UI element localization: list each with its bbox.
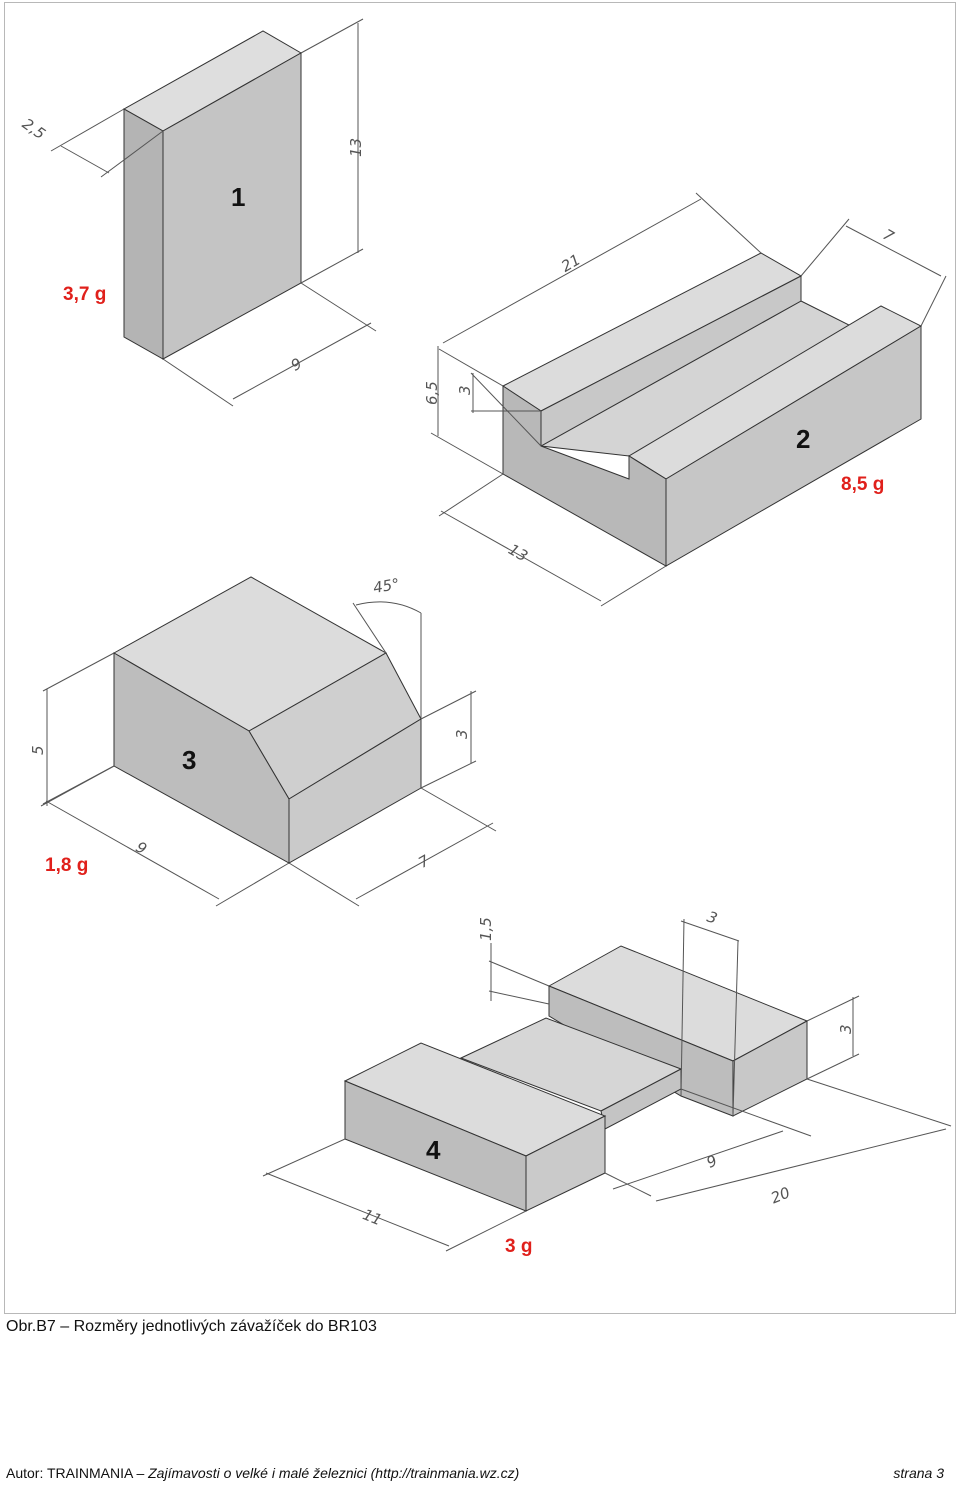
block-3: 3 45° 5 3 9 7	[29, 575, 497, 907]
block-3-dim-low: 3	[453, 729, 471, 739]
block-2-dim-step: 3	[456, 385, 474, 395]
footer-author: Autor: TRAINMANIA – Zajímavosti o velké …	[6, 1465, 519, 1481]
dimension-drawing: 1 2,5 13 9 2 21 7 6,5	[19, 18, 952, 1252]
block-2-side-face	[665, 325, 922, 567]
block-2-weight: 8,5 g	[841, 474, 885, 495]
block-3-number: 3	[182, 745, 196, 775]
footer-author-prefix: Autor: TRAINMANIA –	[6, 1465, 145, 1481]
block-2-dim-depth: 13	[505, 540, 531, 565]
block-1-dim-width: 9	[288, 354, 305, 374]
block-3-dim-angle: 45°	[372, 575, 401, 597]
block-2-front-face	[502, 385, 667, 567]
block-3-dim-depth: 9	[133, 838, 150, 858]
block-2-dim-length: 21	[558, 251, 584, 276]
block-3-weight: 1,8 g	[45, 855, 89, 876]
block-3-dim-height: 5	[29, 745, 47, 755]
footer-author-title: Zajímavosti o velké i malé železnici (ht…	[148, 1465, 520, 1481]
block-4-back-raise-front	[548, 985, 734, 1117]
block-4-dim-step: 1,5	[477, 917, 495, 941]
block-2-dim-groove: 7	[880, 225, 898, 246]
block-4: 4 1,5 3 3 9 20 11	[262, 908, 952, 1252]
block-4-dim-length: 20	[768, 1183, 792, 1207]
block-4-dim-height: 3	[837, 1024, 855, 1034]
block-1-weight: 3,7 g	[63, 284, 107, 305]
footer-page-number: strana 3	[893, 1465, 944, 1481]
block-4-dim-depth: 11	[360, 1205, 384, 1229]
block-2: 2 21 7 6,5 3 13	[423, 192, 947, 607]
figure-caption: Obr.B7 – Rozměry jednotlivých závažíček …	[6, 1318, 377, 1335]
block-2-number: 2	[796, 424, 810, 454]
block-4-dim-mid: 9	[704, 1151, 720, 1171]
figure-frame: 1 2,5 13 9 2 21 7 6,5	[4, 2, 956, 1314]
block-4-number: 4	[426, 1135, 441, 1165]
block-1-dim-depth: 2,5	[19, 115, 49, 143]
block-1-side-face	[123, 108, 164, 360]
block-2-dim-height: 6,5	[423, 381, 441, 405]
block-1-number: 1	[231, 182, 245, 212]
block-4-dim-top-width: 3	[705, 908, 720, 928]
block-1-dim-height: 13	[347, 138, 365, 157]
block-3-dim-width: 7	[415, 851, 433, 872]
block-4-weight: 3 g	[505, 1236, 533, 1257]
block-1: 1 2,5 13 9	[19, 18, 377, 407]
